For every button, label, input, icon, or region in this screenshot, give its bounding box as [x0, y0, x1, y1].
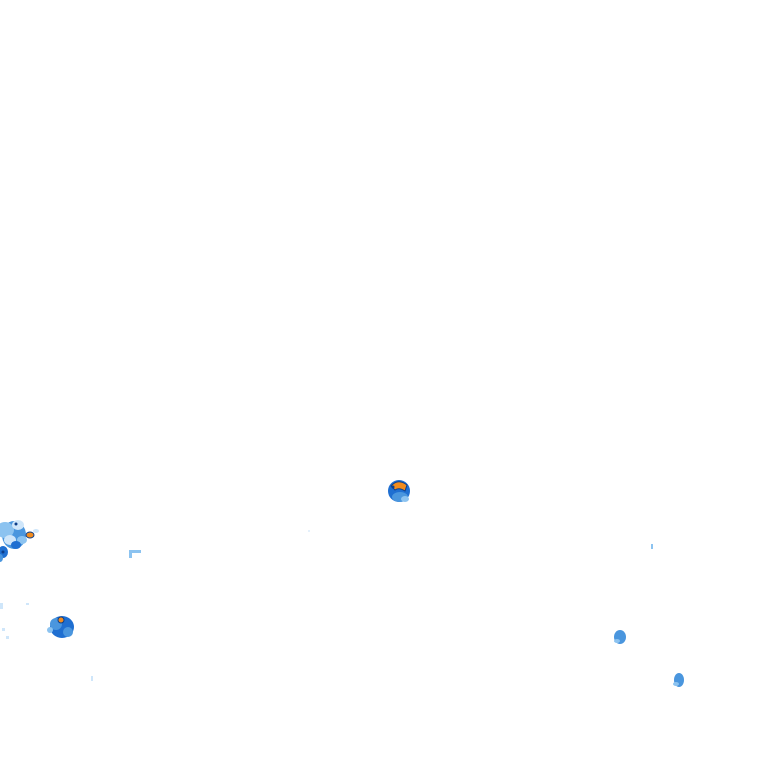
- echo-cell-east-a: [614, 630, 626, 644]
- echo-cell-west-specks: [0, 530, 653, 681]
- echo-cell-west-cluster: [0, 520, 39, 562]
- echo-cell-southwest: [47, 616, 74, 638]
- echo-cell-east-b: [673, 673, 684, 687]
- echo-cell-center-north: [388, 480, 410, 502]
